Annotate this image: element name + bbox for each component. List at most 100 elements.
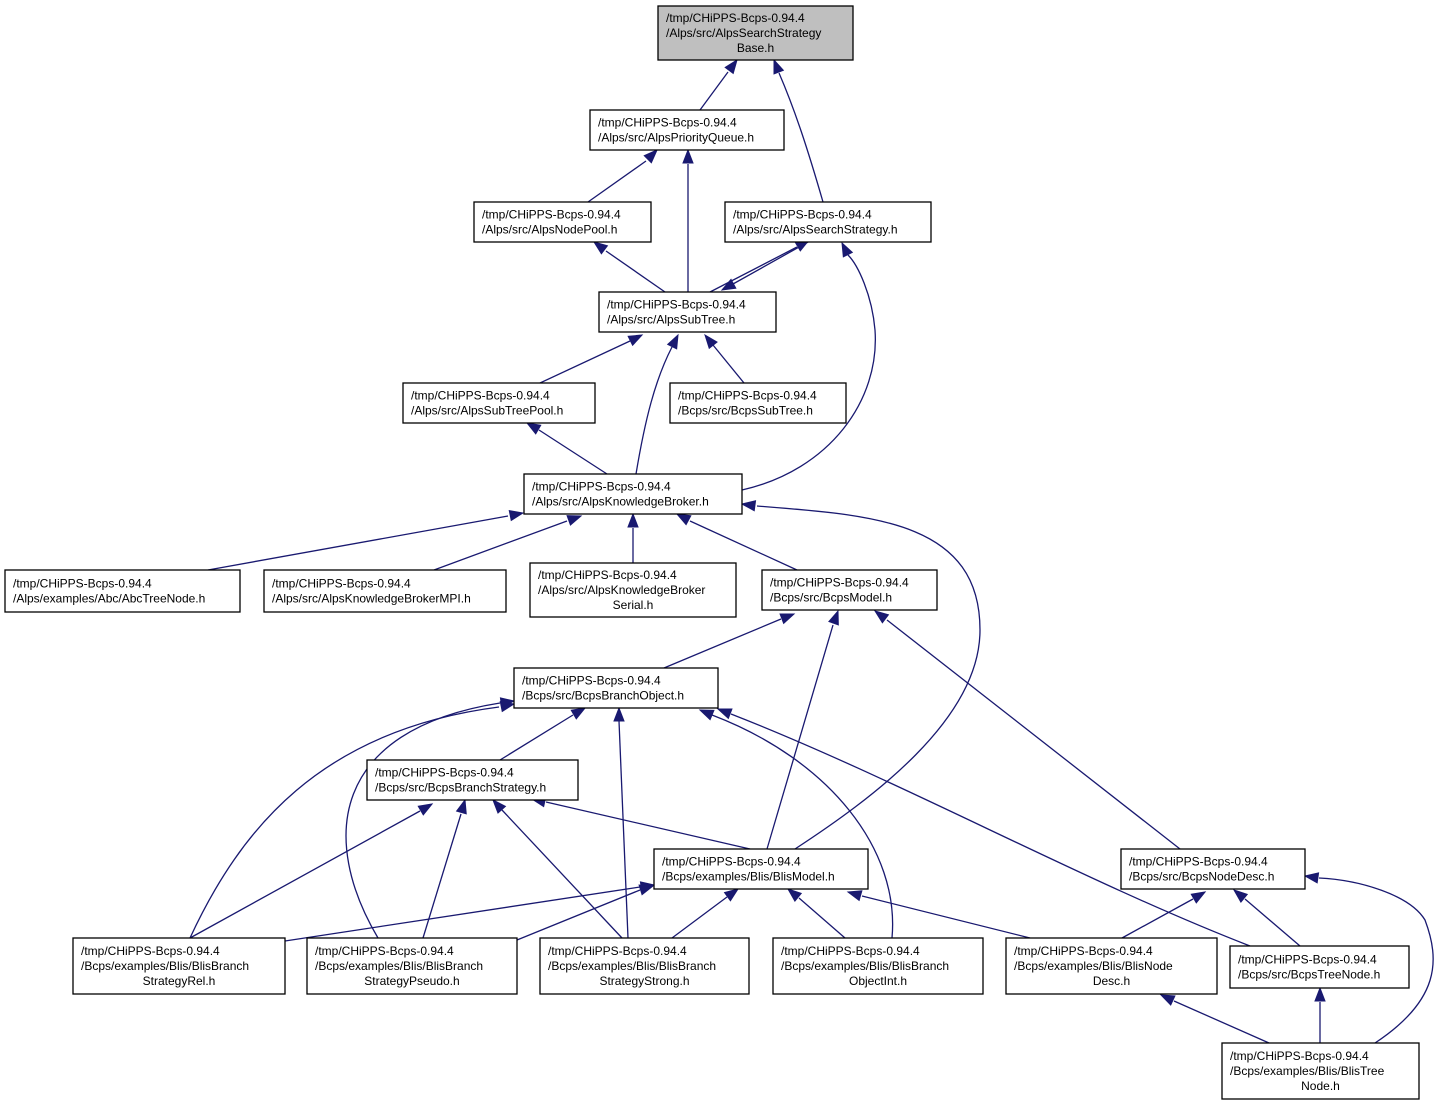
- node-label-line: /Alps/src/AlpsKnowledgeBroker: [538, 583, 705, 597]
- header-file-node[interactable]: /tmp/CHiPPS-Bcps-0.94.4/Bcps/examples/Bl…: [72, 937, 286, 995]
- edge-arrowhead: [499, 697, 516, 709]
- edge-arrowhead: [841, 241, 854, 258]
- dependency-edge: [539, 340, 631, 384]
- node-label-line: /Alps/src/AlpsPriorityQueue.h: [598, 131, 754, 145]
- header-file-node[interactable]: /tmp/CHiPPS-Bcps-0.94.4/Alps/src/AlpsSea…: [657, 5, 854, 61]
- node-box[interactable]: [1221, 1042, 1420, 1100]
- node-label-line: /Alps/src/AlpsSearchStrategy: [666, 26, 821, 40]
- node-box[interactable]: [1005, 937, 1218, 995]
- dependency-edge: [712, 344, 745, 384]
- node-box[interactable]: [366, 759, 579, 801]
- node-label-line: /Bcps/src/BcpsModel.h: [770, 591, 892, 605]
- node-label-line: /Bcps/examples/Blis/BlisBranch: [315, 959, 483, 973]
- node-label-line: /tmp/CHiPPS-Bcps-0.94.4: [482, 208, 621, 222]
- edge-arrowhead: [666, 333, 679, 350]
- node-box[interactable]: [1120, 848, 1306, 890]
- node-label-line: /tmp/CHiPPS-Bcps-0.94.4: [662, 855, 801, 869]
- graph-nodes: /tmp/CHiPPS-Bcps-0.94.4/Alps/src/AlpsSea…: [4, 5, 1420, 1100]
- node-box[interactable]: [529, 562, 737, 618]
- root-node-box[interactable]: [657, 5, 854, 61]
- edge-arrowhead: [525, 422, 542, 435]
- node-box[interactable]: [263, 569, 507, 613]
- node-label-line: /Alps/src/AlpsKnowledgeBrokerMPI.h: [272, 592, 471, 606]
- node-box[interactable]: [1229, 945, 1410, 989]
- node-label-line: /tmp/CHiPPS-Bcps-0.94.4: [81, 944, 220, 958]
- edge-arrowhead: [828, 609, 839, 626]
- node-label-line: /Alps/src/AlpsNodePool.h: [482, 223, 617, 237]
- header-file-node[interactable]: /tmp/CHiPPS-Bcps-0.94.4/Bcps/examples/Bl…: [653, 848, 869, 890]
- header-file-node[interactable]: /tmp/CHiPPS-Bcps-0.94.4/Bcps/src/BcpsTre…: [1229, 945, 1410, 989]
- edge-arrowhead: [704, 333, 718, 350]
- node-box[interactable]: [598, 291, 777, 333]
- dependency-edge: [618, 720, 629, 939]
- dependency-edge: [1318, 877, 1434, 1044]
- node-box[interactable]: [669, 382, 847, 424]
- node-label-line: /Alps/src/AlpsSubTreePool.h: [411, 404, 563, 418]
- node-label-line: StrategyRel.h: [143, 974, 216, 988]
- edge-arrowhead: [740, 500, 757, 512]
- dependency-edge: [663, 618, 782, 669]
- node-box[interactable]: [724, 201, 932, 243]
- graph-edges: [189, 58, 1434, 1044]
- node-label-line: /Bcps/examples/Blis/BlisBranch: [548, 959, 716, 973]
- header-file-node[interactable]: /tmp/CHiPPS-Bcps-0.94.4/Bcps/src/BcpsSub…: [669, 382, 847, 424]
- header-file-node[interactable]: /tmp/CHiPPS-Bcps-0.94.4/Alps/src/AlpsSub…: [598, 291, 777, 333]
- dependency-edge: [499, 714, 574, 761]
- node-box[interactable]: [539, 937, 750, 995]
- node-box[interactable]: [402, 382, 596, 424]
- header-file-node[interactable]: /tmp/CHiPPS-Bcps-0.94.4/Alps/src/AlpsPri…: [589, 109, 785, 151]
- header-file-node[interactable]: /tmp/CHiPPS-Bcps-0.94.4/Bcps/examples/Bl…: [1005, 937, 1218, 995]
- node-box[interactable]: [589, 109, 785, 151]
- node-box[interactable]: [4, 569, 241, 613]
- header-file-node[interactable]: /tmp/CHiPPS-Bcps-0.94.4/Bcps/examples/Bl…: [306, 937, 518, 995]
- node-label-line: Desc.h: [1093, 974, 1130, 988]
- dependency-edge: [861, 895, 1031, 939]
- edge-arrowhead: [1190, 891, 1207, 904]
- header-file-node[interactable]: /tmp/CHiPPS-Bcps-0.94.4/Alps/src/AlpsKno…: [523, 473, 743, 515]
- node-label-line: /Alps/src/AlpsSearchStrategy.h: [733, 223, 898, 237]
- node-box[interactable]: [473, 201, 652, 243]
- dependency-edge: [732, 241, 809, 285]
- node-box[interactable]: [523, 473, 743, 515]
- dependency-edge: [709, 246, 798, 293]
- header-file-node[interactable]: /tmp/CHiPPS-Bcps-0.94.4/Bcps/src/BcpsBra…: [513, 667, 719, 709]
- header-file-node[interactable]: /tmp/CHiPPS-Bcps-0.94.4/Bcps/src/BcpsNod…: [1120, 848, 1306, 890]
- node-label-line: /Alps/src/AlpsSubTree.h: [607, 313, 735, 327]
- header-file-node[interactable]: /tmp/CHiPPS-Bcps-0.94.4/Alps/src/AlpsSub…: [402, 382, 596, 424]
- node-label-line: /tmp/CHiPPS-Bcps-0.94.4: [678, 389, 817, 403]
- header-file-node[interactable]: /tmp/CHiPPS-Bcps-0.94.4/Alps/src/AlpsKno…: [263, 569, 507, 613]
- header-file-node[interactable]: /tmp/CHiPPS-Bcps-0.94.4/Bcps/examples/Bl…: [772, 937, 984, 995]
- dependency-edge: [422, 813, 462, 939]
- node-label-line: StrategyPseudo.h: [364, 974, 459, 988]
- header-file-node[interactable]: /tmp/CHiPPS-Bcps-0.94.4/Alps/src/AlpsSea…: [724, 201, 932, 243]
- dependency-edge: [1173, 1000, 1270, 1044]
- node-box[interactable]: [653, 848, 869, 890]
- node-label-line: /tmp/CHiPPS-Bcps-0.94.4: [607, 298, 746, 312]
- node-box[interactable]: [306, 937, 518, 995]
- node-label-line: Node.h: [1301, 1079, 1340, 1093]
- dependency-edge: [605, 250, 666, 293]
- node-label-line: /tmp/CHiPPS-Bcps-0.94.4: [272, 577, 411, 591]
- dependency-edge: [798, 897, 846, 939]
- edge-arrowhead: [627, 512, 639, 528]
- node-box[interactable]: [761, 569, 938, 611]
- header-file-node[interactable]: /tmp/CHiPPS-Bcps-0.94.4/Bcps/src/BcpsBra…: [366, 759, 579, 801]
- header-file-node[interactable]: /tmp/CHiPPS-Bcps-0.94.4/Alps/examples/Ab…: [4, 569, 241, 613]
- node-box[interactable]: [72, 937, 286, 995]
- node-label-line: /tmp/CHiPPS-Bcps-0.94.4: [375, 766, 514, 780]
- node-box[interactable]: [513, 667, 719, 709]
- header-file-node[interactable]: /tmp/CHiPPS-Bcps-0.94.4/Bcps/src/BcpsMod…: [761, 569, 938, 611]
- dependency-edge: [766, 624, 834, 850]
- node-box[interactable]: [772, 937, 984, 995]
- header-file-node[interactable]: /tmp/CHiPPS-Bcps-0.94.4/Bcps/examples/Bl…: [539, 937, 750, 995]
- node-label-line: /tmp/CHiPPS-Bcps-0.94.4: [1014, 944, 1153, 958]
- edge-arrowhead: [1232, 889, 1249, 903]
- header-file-node[interactable]: /tmp/CHiPPS-Bcps-0.94.4/Alps/src/AlpsNod…: [473, 201, 652, 243]
- edge-arrowhead: [723, 888, 740, 902]
- dependency-edge: [711, 714, 894, 939]
- dependency-edge: [886, 619, 1181, 850]
- header-file-node[interactable]: /tmp/CHiPPS-Bcps-0.94.4/Alps/src/AlpsKno…: [529, 562, 737, 618]
- node-label-line: /Bcps/examples/Blis/BlisBranch: [781, 959, 949, 973]
- header-file-node[interactable]: /tmp/CHiPPS-Bcps-0.94.4/Bcps/examples/Bl…: [1221, 1042, 1420, 1100]
- dependency-edge: [587, 160, 647, 203]
